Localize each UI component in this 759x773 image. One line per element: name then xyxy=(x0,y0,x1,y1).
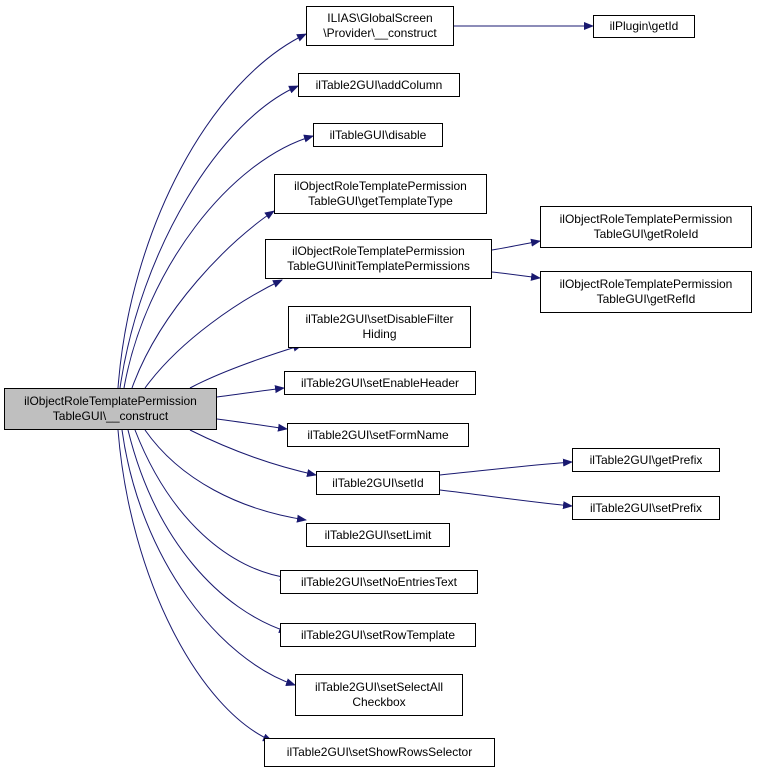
node-getprefix[interactable]: ilTable2GUI\getPrefix xyxy=(572,448,720,472)
edge-root-to-set-row-template xyxy=(127,429,289,634)
node-setformname[interactable]: ilTable2GUI\setFormName xyxy=(287,423,469,447)
node-gettemplatetype[interactable]: ilObjectRoleTemplatePermission TableGUI\… xyxy=(274,174,487,214)
node-setdisablefilterhiding[interactable]: ilTable2GUI\setDisableFilter Hiding xyxy=(288,306,471,348)
edge-root-to-set-form-name xyxy=(216,418,288,432)
edge-root-to-gs-provider xyxy=(117,33,307,389)
node-setshowrowsselector[interactable]: ilTable2GUI\setShowRowsSelector xyxy=(264,738,495,767)
edge-root-to-set-show-rows-selector xyxy=(117,429,273,742)
node-globalscreen-provider-construct[interactable]: ILIAS\GlobalScreen \Provider\__construct xyxy=(306,6,454,46)
edge-root-to-set-id xyxy=(189,429,317,477)
edge-root-to-set-enable-header xyxy=(216,385,285,398)
edge-root-to-set-limit xyxy=(144,429,307,523)
edge-root-to-set-disable-filter-hiding xyxy=(189,343,303,389)
node-setenableheader[interactable]: ilTable2GUI\setEnableHeader xyxy=(284,371,476,395)
edge-init-template-permissions-to-get-ref-id xyxy=(491,271,541,281)
edge-set-id-to-set-prefix xyxy=(439,489,573,510)
edge-root-to-set-select-all-checkbox xyxy=(121,429,296,686)
node-setprefix[interactable]: ilTable2GUI\setPrefix xyxy=(572,496,720,520)
edge-root-to-disable xyxy=(123,134,314,389)
node-setid[interactable]: ilTable2GUI\setId xyxy=(316,471,440,495)
node-setrowtemplate[interactable]: ilTable2GUI\setRowTemplate xyxy=(280,623,476,647)
edge-init-template-permissions-to-get-role-id xyxy=(491,238,541,251)
edge-root-to-get-template-type xyxy=(131,210,275,389)
node-table2gui-addcolumn[interactable]: ilTable2GUI\addColumn xyxy=(298,73,460,97)
node-setselectallcheckbox[interactable]: ilTable2GUI\setSelectAll Checkbox xyxy=(295,674,463,716)
edge-set-id-to-get-prefix xyxy=(439,458,573,476)
node-root-construct: ilObjectRoleTemplatePermission TableGUI\… xyxy=(4,388,217,430)
node-setlimit[interactable]: ilTable2GUI\setLimit xyxy=(306,523,450,547)
edge-root-to-set-no-entries-text xyxy=(134,429,290,581)
node-getrefid[interactable]: ilObjectRoleTemplatePermission TableGUI\… xyxy=(540,271,752,313)
node-plugin-getid[interactable]: ilPlugin\getId xyxy=(593,15,695,38)
node-setnoentriestext[interactable]: ilTable2GUI\setNoEntriesText xyxy=(280,570,478,594)
node-tablegui-disable[interactable]: ilTableGUI\disable xyxy=(313,123,443,147)
node-getroleid[interactable]: ilObjectRoleTemplatePermission TableGUI\… xyxy=(540,206,752,248)
edge-root-to-add-column xyxy=(119,85,299,389)
edge-root-to-init-template-permissions xyxy=(144,279,283,389)
node-inittemplatepermissions[interactable]: ilObjectRoleTemplatePermission TableGUI\… xyxy=(265,239,492,279)
